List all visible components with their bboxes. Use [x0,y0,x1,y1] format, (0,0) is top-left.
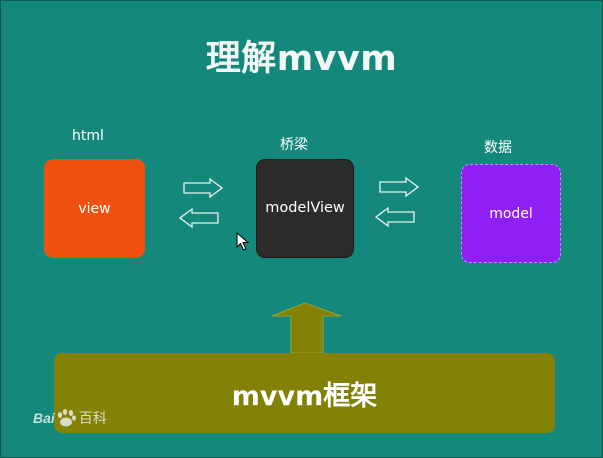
label-data: 数据 [484,140,512,156]
label-bridge: 桥梁 [280,137,308,153]
paw-print-logo [57,409,76,427]
arrow-right-icon [379,176,420,198]
label-html: html [72,128,104,144]
model-box-label: model [489,205,533,222]
modelview-box-label: modelView [265,200,345,216]
mouse-cursor-icon [236,232,250,251]
watermark-suffix: 百科 [78,411,107,427]
view-box: view [44,159,145,258]
baidu-watermark: Bai 百科 [33,408,107,428]
watermark-brand: Bai [33,410,55,426]
framework-box: mvvm框架 [54,353,555,433]
arrow-left-icon [374,206,415,228]
model-box: model [461,164,561,263]
framework-label: mvvm框架 [231,380,378,412]
view-box-label: view [78,200,111,217]
modelview-box: modelView [256,159,354,258]
page-title: 理解mvvm [205,39,398,79]
arrow-right-icon [183,177,224,199]
arrow-up-icon [271,302,342,354]
arrow-left-icon [178,207,219,229]
